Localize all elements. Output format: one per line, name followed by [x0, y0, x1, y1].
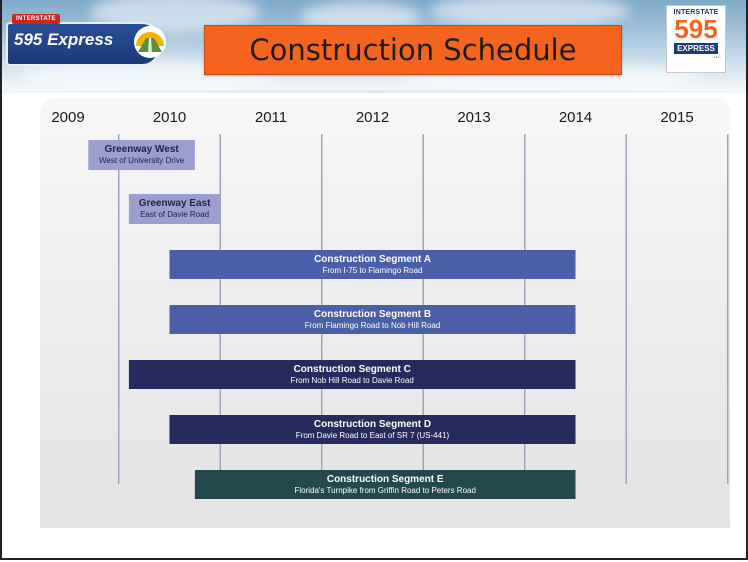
construction-segment-a-description: From I-75 to Flamingo Road [322, 266, 422, 275]
construction-segment-e-description: Florida's Turnpike from Griffin Road to … [294, 486, 475, 495]
construction-segment-e-bar [194, 470, 576, 499]
year-label-2015: 2015 [660, 109, 693, 126]
header-divider [0, 90, 748, 93]
page-title: Construction Schedule [249, 33, 577, 67]
year-label-2012: 2012 [356, 109, 389, 126]
interstate-595-shield-logo: INTERSTATE 595 EXPRESS LLC [666, 5, 726, 73]
595-express-logo: INTERSTATE 595 Express [6, 12, 174, 66]
header-banner [0, 0, 748, 92]
year-label-2010: 2010 [153, 109, 186, 126]
construction-segment-c-bar [128, 360, 576, 389]
greenway-west-bar [88, 140, 195, 170]
construction-segment-d-description: From Davie Road to East of SR 7 (US-441) [296, 431, 450, 440]
interstate-tag: INTERSTATE [12, 14, 60, 24]
construction-segment-b-bar [169, 305, 576, 334]
shield-express-text: EXPRESS [674, 43, 718, 54]
greenway-east-bar [128, 194, 221, 224]
construction-segment-b-title: Construction Segment B [314, 309, 431, 320]
shield-llc-text: LLC [713, 54, 721, 59]
year-label-2009: 2009 [51, 109, 84, 126]
construction-segment-a-bar [169, 250, 576, 279]
bottom-strip [0, 540, 748, 562]
logo-brand-text: 595 Express [14, 30, 114, 49]
road-icon [134, 26, 166, 58]
greenway-east-title: Greenway East [139, 198, 211, 209]
greenway-west-description: West of University Drive [99, 156, 185, 165]
shield-number: 595 [674, 14, 718, 44]
year-label-2013: 2013 [457, 109, 490, 126]
construction-segment-e-title: Construction Segment E [327, 474, 444, 485]
greenway-west-title: Greenway West [104, 144, 179, 155]
greenway-east-description: East of Davie Road [140, 210, 209, 219]
title-banner: Construction Schedule [204, 25, 622, 75]
construction-segment-c-title: Construction Segment C [294, 364, 411, 375]
construction-segment-a-title: Construction Segment A [314, 254, 431, 265]
year-label-2011: 2011 [255, 109, 287, 126]
construction-segment-d-title: Construction Segment D [314, 419, 431, 430]
construction-segment-c-description: From Nob Hill Road to Davie Road [291, 376, 414, 385]
construction-segment-d-bar [169, 415, 576, 444]
construction-segment-b-description: From Flamingo Road to Nob Hill Road [305, 321, 441, 330]
year-label-2014: 2014 [559, 109, 592, 126]
cloud-decoration [430, 0, 630, 28]
shield-interstate-text: INTERSTATE [673, 9, 719, 16]
